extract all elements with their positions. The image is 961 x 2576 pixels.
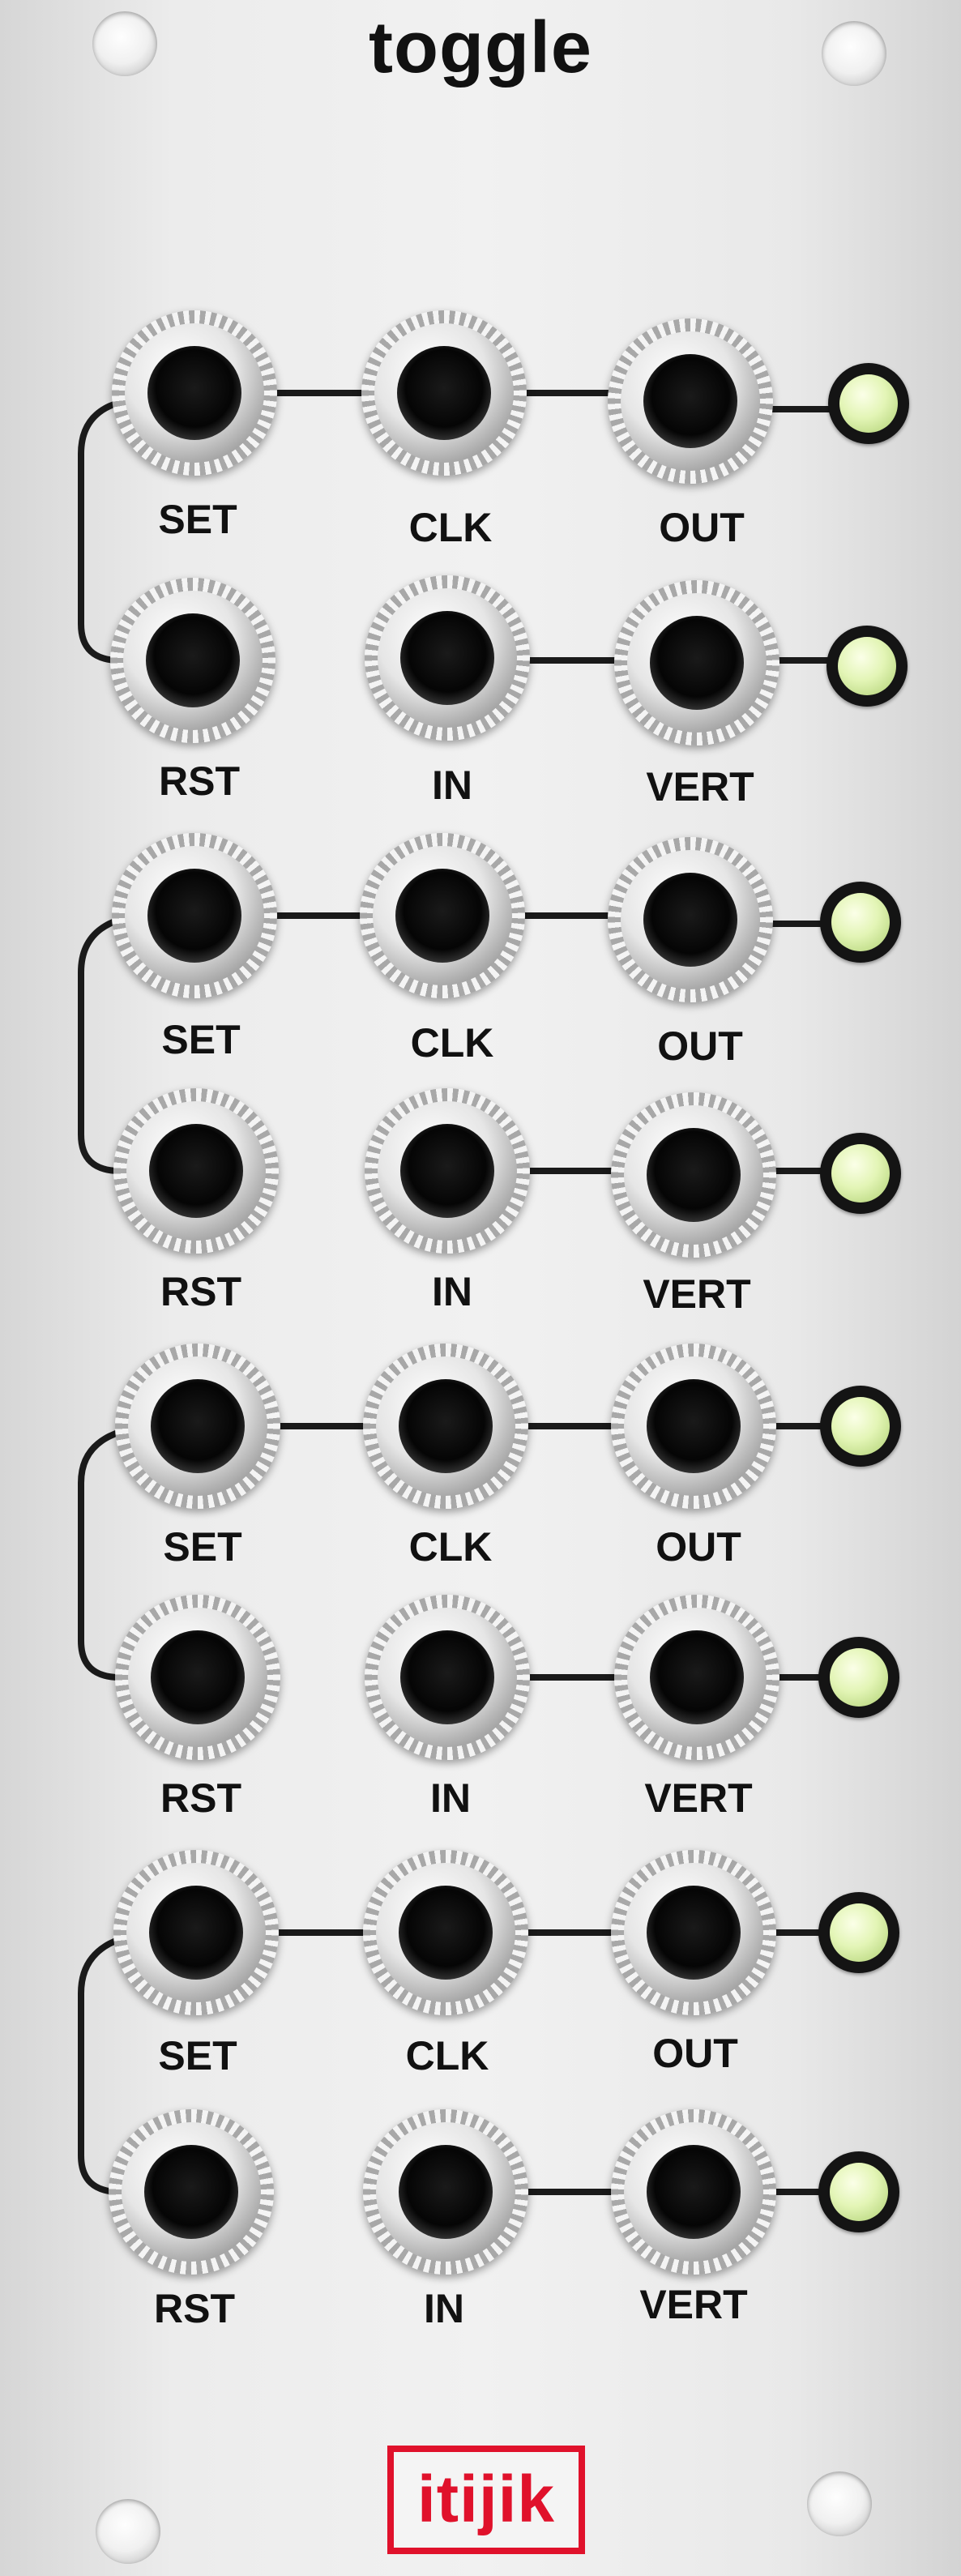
vert-label-2: VERT bbox=[643, 1271, 751, 1317]
in-jack-1[interactable] bbox=[365, 575, 530, 741]
vert-label-4: VERT bbox=[639, 2282, 748, 2327]
clk-jack-4[interactable] bbox=[363, 1850, 528, 2015]
clk-label-2: CLK bbox=[410, 1020, 494, 1066]
vert-label-1: VERT bbox=[646, 764, 754, 810]
in-label-2: IN bbox=[432, 1269, 472, 1314]
rst-label-3: RST bbox=[160, 1775, 241, 1821]
set-label-1: SET bbox=[158, 497, 237, 542]
out-label-4: OUT bbox=[652, 2031, 738, 2076]
vert-led-4 bbox=[818, 2151, 899, 2232]
mount-hole-bottom-right bbox=[807, 2471, 872, 2536]
out-jack-2[interactable] bbox=[608, 837, 773, 1002]
vert-led-2 bbox=[820, 1133, 901, 1214]
rst-jack-1[interactable] bbox=[110, 578, 275, 743]
rst-jack-2[interactable] bbox=[113, 1088, 279, 1254]
clk-jack-2[interactable] bbox=[360, 833, 525, 998]
out-jack-4[interactable] bbox=[611, 1850, 776, 2015]
in-jack-3[interactable] bbox=[365, 1595, 530, 1760]
set-jack-1[interactable] bbox=[112, 310, 277, 476]
vert-label-3: VERT bbox=[644, 1775, 753, 1821]
vert-jack-3[interactable] bbox=[614, 1595, 779, 1760]
out-led-3 bbox=[820, 1386, 901, 1467]
vert-led-3 bbox=[818, 1637, 899, 1718]
clk-label-1: CLK bbox=[408, 505, 493, 550]
set-jack-2[interactable] bbox=[112, 833, 277, 998]
out-jack-3[interactable] bbox=[611, 1344, 776, 1509]
out-label-1: OUT bbox=[659, 505, 745, 550]
out-jack-1[interactable] bbox=[608, 318, 773, 484]
clk-jack-1[interactable] bbox=[361, 310, 527, 476]
vert-jack-2[interactable] bbox=[611, 1092, 776, 1258]
set-jack-4[interactable] bbox=[113, 1850, 279, 2015]
vert-led-1 bbox=[826, 626, 908, 707]
set-jack-3[interactable] bbox=[115, 1344, 280, 1509]
rst-jack-4[interactable] bbox=[109, 2109, 274, 2275]
vert-jack-4[interactable] bbox=[611, 2109, 776, 2275]
mount-hole-bottom-left bbox=[96, 2499, 160, 2564]
brand-logo-text: itijik bbox=[416, 2463, 556, 2536]
in-jack-2[interactable] bbox=[365, 1088, 530, 1254]
out-led-1 bbox=[828, 363, 909, 444]
in-label-1: IN bbox=[432, 763, 472, 808]
in-label-3: IN bbox=[430, 1775, 471, 1821]
rst-jack-3[interactable] bbox=[115, 1595, 280, 1760]
module-title: toggle bbox=[369, 7, 592, 88]
rst-label-1: RST bbox=[159, 758, 240, 804]
rst-label-4: RST bbox=[154, 2286, 235, 2331]
out-led-2 bbox=[820, 882, 901, 963]
clk-jack-3[interactable] bbox=[363, 1344, 528, 1509]
brand-logo: itijik bbox=[387, 2446, 585, 2554]
out-label-2: OUT bbox=[657, 1023, 743, 1069]
out-label-3: OUT bbox=[656, 1524, 741, 1570]
in-label-4: IN bbox=[424, 2286, 464, 2331]
set-label-3: SET bbox=[163, 1524, 242, 1570]
vert-jack-1[interactable] bbox=[614, 580, 779, 745]
rst-label-2: RST bbox=[160, 1269, 241, 1314]
clk-label-3: CLK bbox=[408, 1524, 493, 1570]
mount-hole-top-left bbox=[92, 11, 157, 76]
in-jack-4[interactable] bbox=[363, 2109, 528, 2275]
set-label-4: SET bbox=[158, 2033, 237, 2078]
out-led-4 bbox=[818, 1892, 899, 1973]
mount-hole-top-right bbox=[822, 21, 886, 86]
set-label-2: SET bbox=[161, 1017, 241, 1062]
clk-label-4: CLK bbox=[405, 2033, 489, 2078]
